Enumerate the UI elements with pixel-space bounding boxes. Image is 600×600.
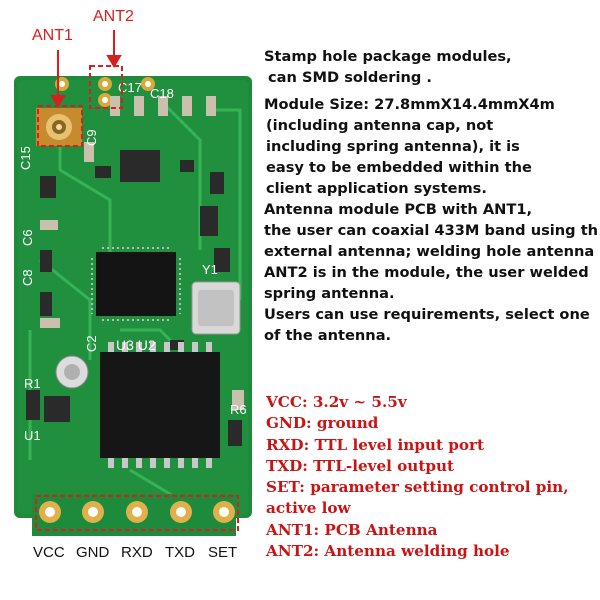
description-line: can SMD soldering . <box>268 69 432 86</box>
pin-label-txd: TXD <box>165 544 195 561</box>
silk-c8: C8 <box>20 269 35 286</box>
description-line: easy to be embedded within the <box>266 159 532 176</box>
pin-description: ANT2: Antenna welding hole <box>266 542 510 561</box>
description-line: including spring antenna), it is <box>266 138 520 155</box>
ant1-callout-label: ANT1 <box>32 27 73 44</box>
pin-description: VCC: 3.2v ~ 5.5v <box>266 393 407 411</box>
smd-components <box>26 150 242 446</box>
silk-u1: U1 <box>24 428 41 443</box>
description-line: Module Size: 27.8mmX14.4mmX4m <box>264 96 555 113</box>
pin-label-vcc: VCC <box>33 544 65 561</box>
description-line: Antenna module PCB with ANT1, <box>264 201 533 218</box>
ant2-callout-label: ANT2 <box>93 8 134 25</box>
pin-description: ANT1: PCB Antenna <box>266 520 438 539</box>
silk-u3u2: U3 U2 <box>116 337 156 353</box>
silk-r1: R1 <box>24 376 41 391</box>
silk-y1: Y1 <box>202 262 218 277</box>
silk-r6: R6 <box>230 402 247 417</box>
pin-description: SET: parameter setting control pin, <box>266 478 569 497</box>
pin-description: GND: ground <box>266 414 379 433</box>
silk-c18: C18 <box>150 86 174 101</box>
pin-description: active low <box>266 499 351 518</box>
callout-arrows <box>50 30 122 108</box>
silk-c2: C2 <box>84 335 99 352</box>
pin-description: TXD: TTL-level output <box>266 456 455 475</box>
rf-chip <box>96 252 176 316</box>
description-line: Stamp hole package modules, <box>264 48 512 65</box>
description-line: (including antenna cap, not <box>266 117 494 134</box>
silk-c15: C15 <box>18 146 33 170</box>
pin-description-list: VCC: 3.2v ~ 5.5v GND: ground RXD: TTL le… <box>266 392 569 562</box>
description-line: client application systems. <box>266 180 487 197</box>
top-pads <box>55 77 155 107</box>
pin-label-set: SET <box>208 544 238 561</box>
mcu-chip <box>100 352 220 458</box>
silk-c17: C17 <box>118 80 142 95</box>
pin-label-rxd: RXD <box>121 544 153 561</box>
silk-c6: C6 <box>20 229 35 246</box>
highlight-boxes <box>35 65 239 531</box>
pin-label-gnd: GND <box>76 544 110 561</box>
description-line: of the antenna. <box>264 327 392 344</box>
pin-description: RXD: TTL level input port <box>266 435 485 454</box>
description-line: Users can use requirements, select one <box>264 306 590 323</box>
description-line: ANT2 is in the module, the user welded <box>264 264 589 281</box>
description-line: spring antenna. <box>264 285 395 302</box>
description-line: external antenna; welding hole antenna <box>264 243 595 260</box>
description-line: the user can coaxial 433M band using th <box>264 222 599 239</box>
module-description: Stamp hole package modules, can SMD sold… <box>264 46 600 346</box>
silk-c9: C9 <box>84 129 99 146</box>
